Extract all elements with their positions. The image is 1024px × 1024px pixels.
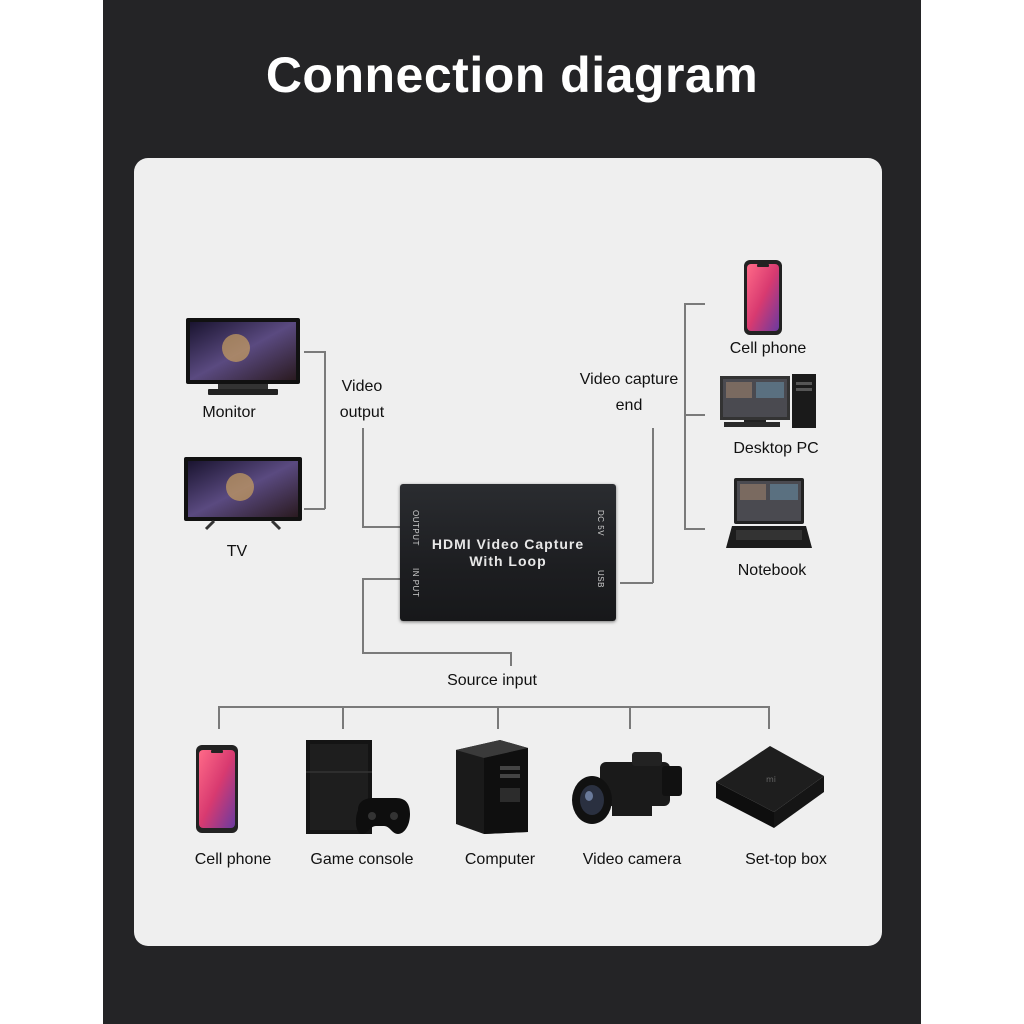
tv-icon <box>184 457 302 531</box>
cell-phone-icon <box>744 260 782 335</box>
source-input-label: Source input <box>447 672 537 689</box>
capture-device-label-notebook: Notebook <box>737 562 807 579</box>
capture-device-label-desktop-pc: Desktop PC <box>733 440 819 457</box>
video-camera-icon <box>572 752 682 824</box>
output-device-label-monitor: Monitor <box>202 404 256 421</box>
hdmi-capture-device: HDMI Video Capture With Loop OUTPUT IN P… <box>400 484 616 621</box>
set-top-box-icon: mi <box>716 746 824 828</box>
source-device-label-cell-phone: Cell phone <box>194 851 272 868</box>
source-device-label-computer: Computer <box>464 851 536 868</box>
capture-device-label-cell-phone: Cell phone <box>729 340 807 357</box>
input-port-label: IN PUT <box>411 568 420 598</box>
usb-port-label: USB <box>596 570 605 588</box>
game-console-icon <box>306 740 410 834</box>
device-title-line1: HDMI Video Capture <box>431 536 585 552</box>
output-device-label-tv: TV <box>226 543 248 560</box>
page-title: Connection diagram <box>265 47 759 103</box>
video-capture-end-label: Video capture end <box>579 371 679 414</box>
device-title-line2: With Loop <box>469 553 547 569</box>
power-port-label: DC 5V <box>596 510 605 537</box>
notebook-icon <box>726 478 812 548</box>
computer-tower-icon <box>456 740 528 834</box>
svg-text:mi: mi <box>766 775 776 784</box>
source-device-label-set-top-box: Set-top box <box>745 851 827 868</box>
source-device-label-video-camera: Video camera <box>582 851 682 868</box>
source-cell-phone-icon <box>196 745 238 833</box>
output-port-label: OUTPUT <box>411 510 420 546</box>
desktop-pc-icon <box>720 374 816 428</box>
video-output-label: Video output <box>339 378 385 421</box>
source-device-label-game-console: Game console <box>310 851 414 868</box>
monitor-icon <box>186 318 300 395</box>
